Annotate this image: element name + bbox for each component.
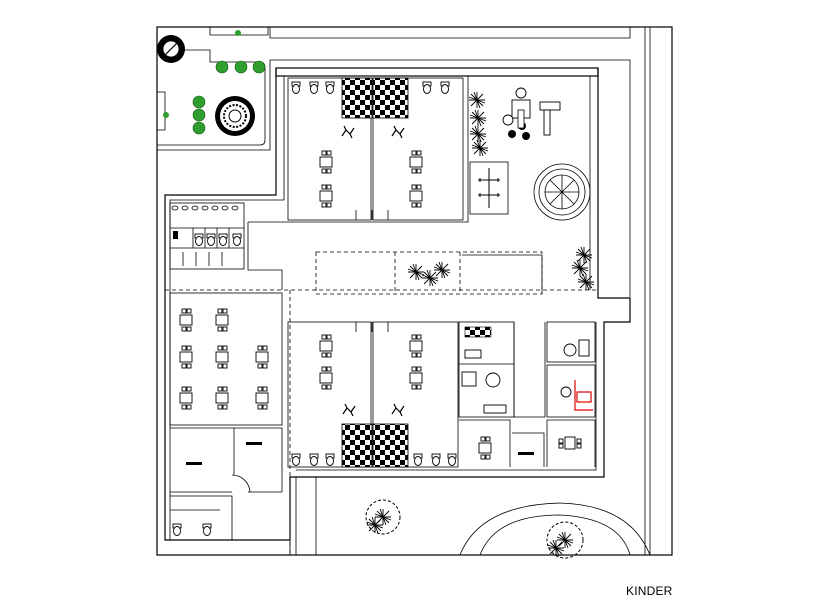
shrub-icon — [234, 60, 248, 74]
chair-table-icon — [179, 345, 193, 369]
plant-icon — [407, 263, 425, 281]
building-walls — [164, 67, 631, 555]
playground-area — [468, 87, 595, 291]
chair-table-icon — [215, 308, 229, 332]
shrub-icon — [252, 60, 266, 74]
chair-table-icon — [409, 184, 423, 208]
drawing-title: KINDER — [626, 584, 673, 598]
classroom-top-right — [355, 77, 464, 221]
chair-table-icon — [558, 436, 582, 450]
toilet-icon — [206, 233, 216, 246]
fountain-icon — [215, 96, 255, 136]
restrooms-left — [169, 202, 245, 270]
multipurpose-room — [169, 292, 283, 426]
tree-icon — [468, 91, 486, 109]
roundabout-icon — [157, 35, 185, 63]
chair-table-icon — [319, 184, 333, 208]
toilet-icon — [325, 81, 335, 94]
toilet-icon — [218, 233, 228, 246]
toilet-icon — [422, 81, 432, 94]
toilet-icon — [431, 453, 441, 466]
checkerboard-icon — [372, 423, 409, 468]
shrub-icon — [192, 108, 206, 122]
classroom-bottom-left — [287, 321, 373, 468]
tree-icon — [365, 499, 401, 535]
chair-table-icon — [179, 386, 193, 410]
chair-table-icon — [255, 345, 269, 369]
toilet-icon — [291, 453, 301, 466]
tree-icon — [575, 246, 593, 264]
toilet-icon — [447, 453, 457, 466]
toilet-icon — [413, 453, 423, 466]
chair-table-icon — [319, 366, 333, 390]
swing-icon — [469, 161, 509, 215]
shrub-icon — [215, 60, 229, 74]
toilet-icon — [309, 81, 319, 94]
central-corridor — [165, 76, 598, 555]
checkerboard-icon — [341, 423, 373, 468]
bottom-yard — [365, 499, 651, 559]
tree-icon — [469, 109, 487, 127]
chair-table-icon — [478, 436, 492, 460]
chair-table-icon — [179, 308, 193, 332]
classroom-bottom-right — [355, 321, 459, 468]
toilet-icon — [325, 453, 335, 466]
storage-rooms — [170, 427, 283, 540]
garden-area — [157, 30, 631, 297]
playground-icon — [502, 87, 561, 140]
chair-table-icon — [409, 366, 423, 390]
shrub-icon — [192, 95, 206, 109]
site-boundary — [156, 26, 673, 556]
chair-table-icon — [255, 386, 269, 410]
tree-icon — [469, 125, 487, 143]
tree-icon — [546, 521, 584, 559]
chair-table-icon — [409, 334, 423, 358]
chair-table-icon — [409, 150, 423, 174]
tree-icon — [471, 139, 489, 157]
chair-table-icon — [319, 150, 333, 174]
chair-table-icon — [319, 334, 333, 358]
toilet-icon — [309, 453, 319, 466]
tree-icon — [571, 259, 589, 277]
checkerboard-icon — [341, 77, 373, 119]
toilet-icon — [194, 233, 204, 246]
toilet-icon — [172, 523, 182, 536]
shrub-icon — [192, 121, 206, 135]
classroom-top-left — [287, 77, 373, 221]
plant-icon — [421, 269, 439, 287]
toilet-icon — [440, 81, 450, 94]
carousel-icon — [533, 163, 591, 221]
highlighted-door — [574, 380, 593, 411]
tree-icon — [577, 273, 595, 291]
toilet-icon — [232, 233, 242, 246]
plant-icon — [433, 261, 451, 279]
toilet-icon — [202, 523, 212, 536]
chair-table-icon — [215, 345, 229, 369]
toilet-icon — [291, 81, 301, 94]
checkerboard-icon — [372, 77, 409, 119]
chair-table-icon — [215, 386, 229, 410]
administration-offices — [458, 321, 596, 467]
